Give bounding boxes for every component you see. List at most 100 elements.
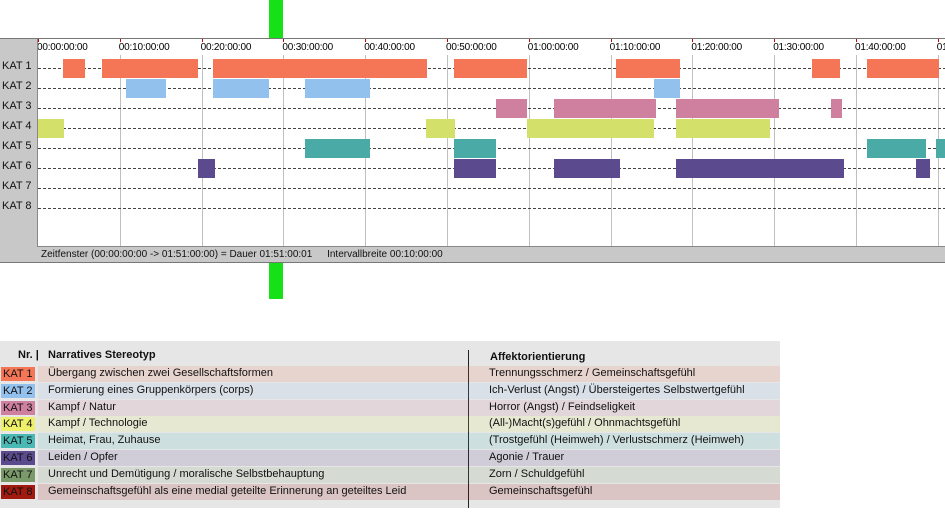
legend-row: KAT 7 Unrecht und Demütigung / moralische… bbox=[0, 466, 780, 483]
row-guideline bbox=[38, 208, 945, 209]
legend-stereotyp-text: Kampf / Technologie bbox=[48, 417, 148, 430]
segment-kat-1[interactable] bbox=[867, 59, 940, 78]
status-bar: Zeitfenster (00:00:00:00 -> 01:51:00:00)… bbox=[37, 246, 945, 262]
time-tick-mark bbox=[119, 39, 121, 42]
row-guideline bbox=[38, 88, 945, 89]
time-tick-label: 00:20:00:00 bbox=[200, 42, 252, 53]
playhead-marker-bottom[interactable] bbox=[269, 263, 283, 299]
segment-kat-4[interactable] bbox=[38, 119, 65, 138]
row-label-kat-8: KAT 8 bbox=[2, 200, 32, 212]
segment-kat-2[interactable] bbox=[305, 79, 371, 98]
segment-kat-5[interactable] bbox=[867, 139, 927, 158]
segment-kat-1[interactable] bbox=[213, 59, 428, 78]
legend-color-swatch: KAT 4 bbox=[1, 417, 35, 432]
segment-kat-3[interactable] bbox=[676, 99, 780, 118]
segment-kat-6[interactable] bbox=[554, 159, 620, 178]
segment-kat-1[interactable] bbox=[811, 59, 840, 78]
row-guideline bbox=[38, 108, 945, 109]
legend-color-swatch: KAT 3 bbox=[1, 400, 35, 415]
time-tick-mark bbox=[856, 39, 857, 42]
legend-color-swatch: KAT 7 bbox=[1, 467, 35, 482]
segment-kat-1[interactable] bbox=[62, 59, 86, 78]
legend-affekt-text: Agonie / Trauer bbox=[489, 451, 565, 463]
legend-row: KAT 6 Leiden / Opfer Agonie / Trauer bbox=[0, 450, 780, 466]
interval-width-text: Intervallbreite 00:10:00:00 bbox=[327, 249, 443, 260]
row-label-kat-7: KAT 7 bbox=[2, 180, 32, 192]
time-gridline bbox=[692, 55, 694, 246]
legend-header-affekt: Affektorientierung bbox=[490, 351, 586, 363]
time-tick-label: 00:40:00:00 bbox=[364, 42, 415, 53]
segment-kat-2[interactable] bbox=[653, 79, 681, 98]
segment-kat-6[interactable] bbox=[454, 159, 497, 178]
row-label-kat-6: KAT 6 bbox=[2, 160, 32, 172]
legend-stereotyp-text: Formierung eines Gruppenkörpers (corps) bbox=[48, 383, 254, 396]
row-guideline bbox=[38, 128, 945, 129]
legend-affekt-text: Trennungsschmerz / Gemeinschaftsgefühl bbox=[489, 367, 696, 379]
legend-color-swatch: KAT 6 bbox=[1, 451, 35, 465]
legend-stereotyp-text: Übergang zwischen zwei Gesellschaftsform… bbox=[48, 367, 273, 379]
time-tick-mark bbox=[447, 39, 448, 42]
time-gridline bbox=[856, 55, 857, 246]
time-tick-mark bbox=[528, 39, 530, 42]
row-label-kat-3: KAT 3 bbox=[2, 100, 32, 112]
segment-kat-1[interactable] bbox=[101, 59, 198, 78]
segment-kat-1[interactable] bbox=[615, 59, 681, 78]
time-tick-mark bbox=[283, 39, 285, 42]
time-tick-label: 00:50:00:00 bbox=[446, 42, 497, 53]
segment-kat-4[interactable] bbox=[425, 119, 456, 138]
segment-kat-5[interactable] bbox=[936, 139, 945, 158]
legend-stereotyp-text: Leiden / Opfer bbox=[48, 451, 118, 463]
segment-kat-3[interactable] bbox=[831, 99, 843, 118]
time-tick-mark bbox=[937, 39, 939, 42]
segment-kat-3[interactable] bbox=[496, 99, 528, 118]
time-gridline bbox=[610, 55, 612, 246]
time-tick-mark bbox=[774, 39, 776, 42]
time-tick-mark bbox=[38, 39, 39, 42]
segment-kat-6[interactable] bbox=[915, 159, 930, 178]
segment-kat-2[interactable] bbox=[213, 79, 270, 98]
segment-kat-6[interactable] bbox=[676, 159, 844, 178]
segment-kat-5[interactable] bbox=[305, 139, 371, 158]
segment-kat-2[interactable] bbox=[125, 79, 166, 98]
time-tick-label: 01:00:00:00 bbox=[527, 42, 579, 53]
legend-row-shading bbox=[38, 466, 780, 483]
legend-row-shading bbox=[38, 382, 780, 399]
time-tick-label: 01:10:00:00 bbox=[609, 42, 661, 53]
row-guideline bbox=[38, 188, 945, 189]
legend-affekt-text: Horror (Angst) / Feindseligkeit bbox=[489, 400, 636, 413]
legend-color-swatch: KAT 1 bbox=[1, 367, 35, 381]
time-gridline bbox=[774, 55, 776, 246]
time-tick-label: 00:10:00:00 bbox=[118, 42, 170, 53]
playhead-marker-top[interactable] bbox=[269, 0, 283, 38]
time-tick-label: 01 bbox=[936, 42, 945, 53]
legend-stereotyp-text: Heimat, Frau, Zuhause bbox=[48, 434, 161, 447]
segment-kat-4[interactable] bbox=[527, 119, 654, 138]
segment-kat-1[interactable] bbox=[454, 59, 528, 78]
segment-kat-4[interactable] bbox=[676, 119, 771, 138]
time-tick-mark bbox=[610, 39, 612, 42]
legend-color-swatch: KAT 2 bbox=[1, 383, 35, 398]
legend-row-shading bbox=[38, 416, 780, 433]
category-legend-table: Nr. | Narratives Stereotyp Affektorienti… bbox=[0, 341, 780, 508]
legend-stereotyp-text: Unrecht und Demütigung / moralische Selb… bbox=[48, 467, 325, 480]
time-tick-label: 00:30:00:00 bbox=[282, 42, 334, 53]
segment-kat-6[interactable] bbox=[197, 159, 216, 178]
legend-row-shading bbox=[38, 483, 780, 500]
legend-color-swatch: KAT 8 bbox=[1, 484, 35, 499]
time-gridline bbox=[447, 55, 448, 246]
time-gridline bbox=[119, 55, 121, 246]
time-tick-label: 01:40:00:00 bbox=[855, 42, 906, 53]
segment-kat-5[interactable] bbox=[454, 139, 497, 158]
legend-affekt-text: (Trostgefühl (Heimweh) / Verlustschmerz … bbox=[489, 434, 745, 447]
segment-kat-3[interactable] bbox=[554, 99, 657, 118]
time-tick-label: 01:20:00:00 bbox=[691, 42, 743, 53]
legend-stereotyp-text: Kampf / Natur bbox=[48, 400, 116, 413]
time-gridline bbox=[528, 55, 530, 246]
row-label-kat-5: KAT 5 bbox=[2, 140, 32, 152]
